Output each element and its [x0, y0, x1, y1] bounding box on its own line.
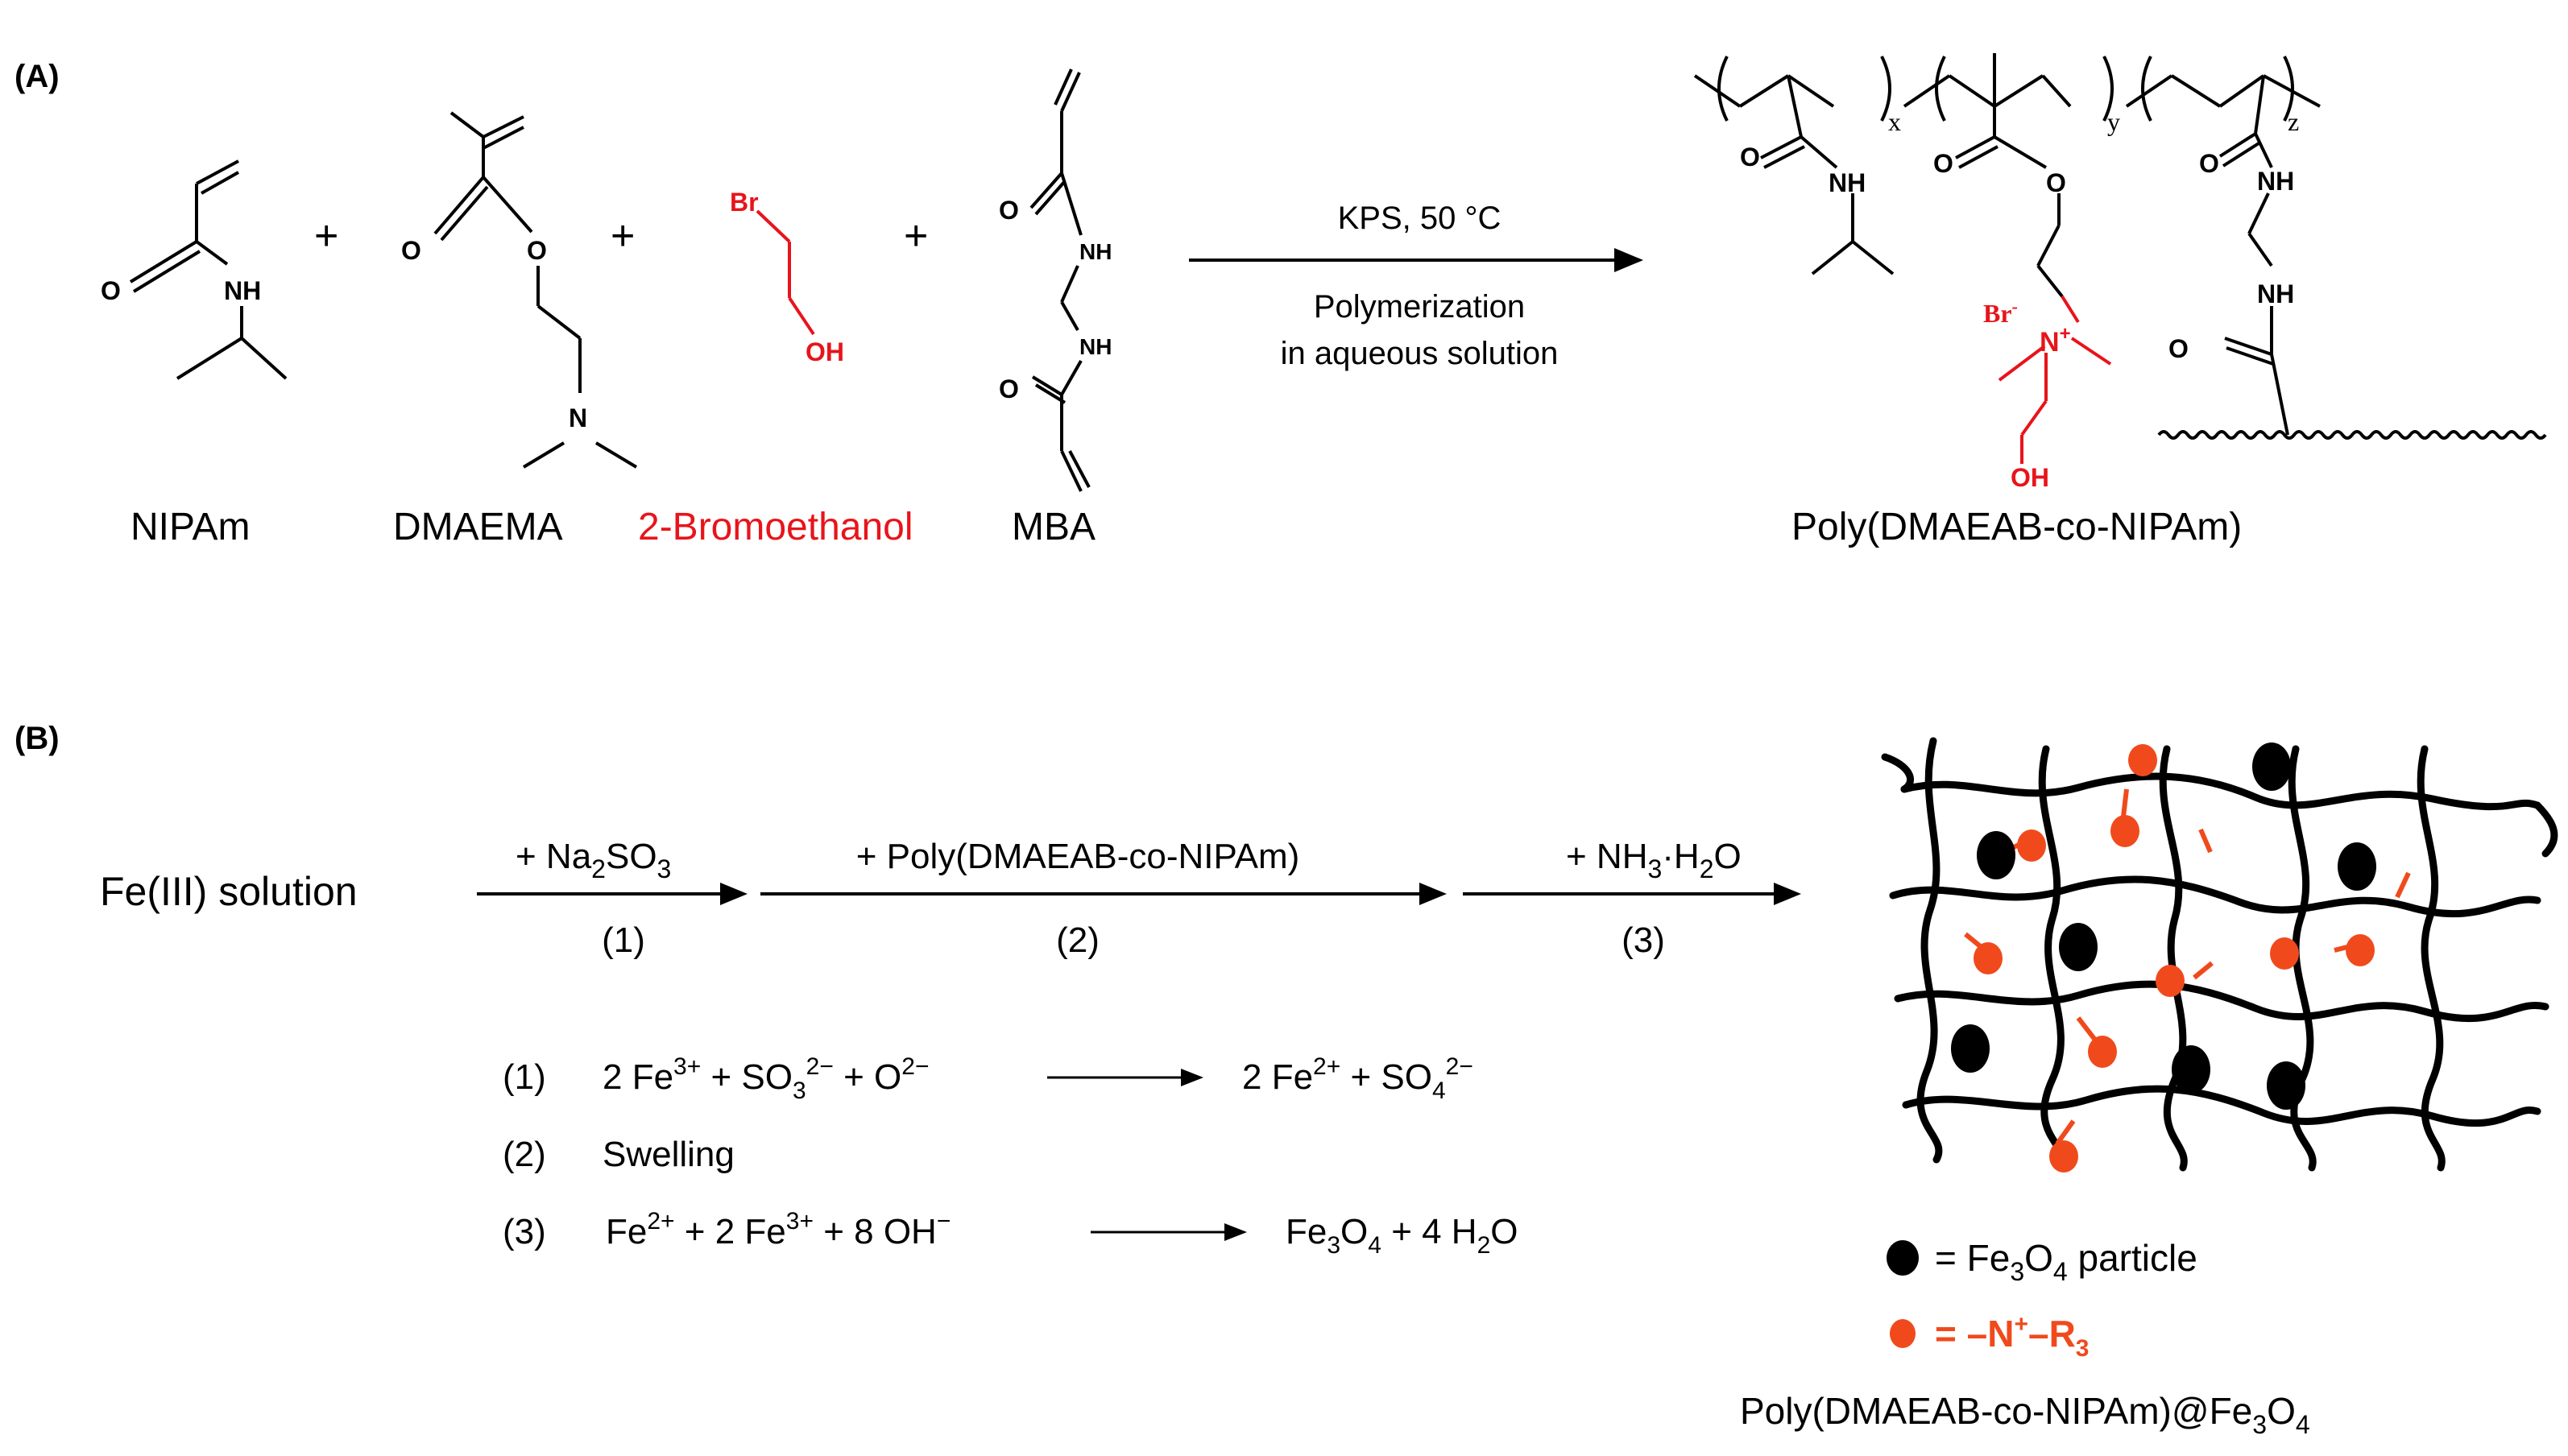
- step1-reagent: + Na2SO3: [516, 837, 671, 883]
- dmaema-n-atom: N: [569, 403, 587, 432]
- mba-structure: [1029, 68, 1091, 492]
- eq3-left: Fe2+ + 2 Fe3+ + 8 OH−: [606, 1208, 951, 1251]
- product-o-atom-4: O: [2199, 149, 2219, 178]
- composite-product-label: Poly(DMAEAB-co-NIPAm)@Fe3O4: [1740, 1390, 2310, 1439]
- plus-sign-2: +: [611, 213, 635, 259]
- dmaema-label: DMAEMA: [393, 506, 563, 548]
- eq1-number: (1): [503, 1057, 546, 1097]
- step-arrow-3: [1463, 883, 1801, 905]
- panel-a-label: (A): [14, 59, 60, 94]
- nipam-structure: [129, 159, 288, 380]
- product-nh-atom-1: NH: [1829, 168, 1866, 197]
- fe-iii-solution-label: Fe(III) solution: [100, 869, 358, 914]
- dmaema-o-atom-1: O: [401, 236, 421, 265]
- bromoethanol-label: 2-Bromoethanol: [638, 506, 913, 548]
- bromoethanol-oh-atom: OH: [806, 337, 844, 366]
- product-o-atom-2: O: [1933, 149, 1953, 178]
- mba-nh-atom-1: NH: [1079, 239, 1112, 264]
- legend-ammonium-text: = –N+–R3: [1935, 1311, 2089, 1362]
- product-o-atom-3: O: [2046, 168, 2066, 197]
- eq3-arrow: [1091, 1223, 1247, 1241]
- eq2-number: (2): [503, 1135, 546, 1174]
- arrow-a-medium: in aqueous solution: [1281, 336, 1559, 371]
- product-br-counterion: Br-: [1983, 296, 2018, 328]
- product-o-atom-5: O: [2168, 334, 2189, 363]
- mba-o-atom-2: O: [999, 374, 1019, 403]
- step2-reagent: + Poly(DMAEAB-co-NIPAm): [856, 837, 1300, 876]
- step3-number: (3): [1622, 920, 1665, 960]
- arrow-a-process: Polymerization: [1314, 289, 1525, 325]
- plus-sign-1: +: [314, 213, 338, 259]
- nipam-nh-atom: NH: [224, 276, 261, 305]
- subscript-y: y: [2107, 107, 2120, 136]
- dmaema-o-atom-2: O: [527, 236, 547, 265]
- eq1-arrow: [1047, 1069, 1203, 1086]
- subscript-x: x: [1888, 107, 1901, 136]
- bromoethanol-structure: [756, 209, 815, 336]
- step-arrow-1: [477, 883, 748, 905]
- mba-label: MBA: [1012, 506, 1096, 548]
- bromoethanol-br-atom: Br: [730, 188, 759, 217]
- panel-b-label: (B): [14, 721, 60, 756]
- product-n-plus-atom: N+: [2040, 323, 2071, 358]
- product-nh-atom-3: NH: [2257, 279, 2294, 308]
- step-arrow-2: [760, 883, 1447, 905]
- eq2-text: Swelling: [603, 1135, 735, 1174]
- eq1-left: 2 Fe3+ + SO32− + O2−: [603, 1053, 929, 1104]
- mba-o-atom-1: O: [999, 196, 1019, 225]
- fe3o4-particles: [1951, 742, 2376, 1110]
- mba-nh-atom-2: NH: [1079, 334, 1112, 359]
- product-quaternary-ammonium: [1998, 295, 2112, 464]
- eq3-right: Fe3O4 + 4 H2O: [1286, 1212, 1518, 1259]
- arrow-a-conditions: KPS, 50 °C: [1338, 201, 1501, 236]
- step2-number: (2): [1056, 920, 1100, 960]
- hydrogel-network-illustration: [1881, 737, 2558, 1172]
- product-oh-atom: OH: [2011, 463, 2049, 492]
- legend-red-dot: [1890, 1319, 1916, 1348]
- product-o-atom-1: O: [1740, 143, 1760, 172]
- nipam-label: NIPAm: [130, 506, 250, 548]
- quaternary-ammonium-sites: [1974, 744, 2375, 1173]
- dmaema-structure: [433, 111, 638, 469]
- step3-reagent: + NH3·H2O: [1566, 837, 1742, 883]
- product-polymer-structure: [1693, 53, 2547, 440]
- product-nh-atom-2: NH: [2257, 167, 2294, 196]
- subscript-z: z: [2288, 107, 2299, 136]
- eq1-right: 2 Fe2+ + SO42−: [1242, 1053, 1473, 1104]
- legend-fe3o4-text: = Fe3O4 particle: [1935, 1237, 2197, 1286]
- legend-black-dot: [1887, 1240, 1919, 1276]
- reaction-arrow-a: [1189, 248, 1643, 272]
- step1-number: (1): [602, 920, 645, 960]
- plus-sign-3: +: [904, 213, 928, 259]
- product-label: Poly(DMAEAB-co-NIPAm): [1791, 506, 2242, 548]
- nipam-o-atom: O: [101, 276, 121, 305]
- eq3-number: (3): [503, 1212, 546, 1251]
